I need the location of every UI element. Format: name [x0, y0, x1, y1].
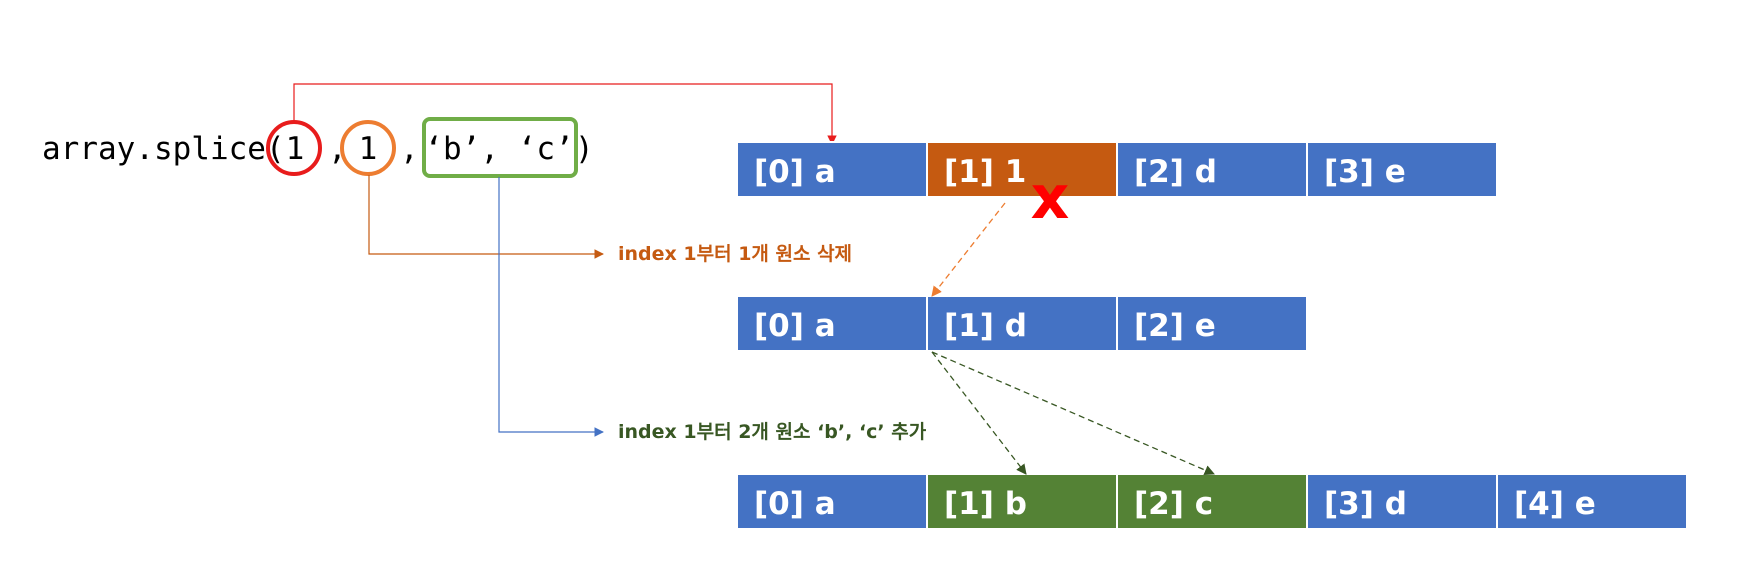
- dashed-arrow-insert-c: [931, 351, 1215, 476]
- after-insert-cell-label-2: [2] c: [1134, 486, 1213, 522]
- arg2-circle: [340, 120, 396, 176]
- original-cell-2: [1116, 141, 1308, 198]
- after-delete-cell-label-0: [0] a: [754, 308, 836, 344]
- after-insert-cell-label-4: [4] e: [1514, 486, 1596, 522]
- original-cell-label-0: [0] a: [754, 154, 836, 190]
- after-delete-cell-2: [1116, 295, 1308, 352]
- connector-insert-items: [498, 177, 604, 437]
- after-insert-cell-label-1: [1] b: [944, 486, 1027, 522]
- array-original: [0] a [1] 1 [2] d [3] e: [736, 141, 1498, 198]
- code-arg3: ‘b’, ‘c’: [424, 131, 573, 167]
- after-insert-cell-2: [1116, 473, 1308, 530]
- after-insert-cell-4: [1496, 473, 1688, 530]
- array-after-insert: [0] a [1] b [2] c [3] d [4] e: [736, 473, 1688, 530]
- code-suffix: ): [575, 131, 594, 167]
- original-cell-label-3: [3] e: [1324, 154, 1406, 190]
- original-cell-0: [736, 141, 928, 198]
- delete-note: index 1부터 1개 원소 삭제: [618, 243, 852, 265]
- code-prefix: array.splice(: [42, 131, 285, 167]
- connector-start-index: [293, 83, 837, 145]
- code-arg2: 1: [359, 131, 378, 167]
- original-cell-label-2: [2] d: [1134, 154, 1217, 190]
- original-cell-3: [1306, 141, 1498, 198]
- insert-note: index 1부터 2개 원소 ‘b’, ‘c’ 추가: [618, 421, 927, 443]
- after-insert-cell-3: [1306, 473, 1498, 530]
- code-comma2: ,: [400, 131, 419, 167]
- dashed-arrow-shift: [931, 202, 1006, 297]
- original-cell-label-1: [1] 1: [944, 154, 1026, 190]
- original-cell-1: [926, 141, 1118, 198]
- after-delete-cell-label-1: [1] d: [944, 308, 1027, 344]
- after-delete-cell-label-2: [2] e: [1134, 308, 1216, 344]
- after-insert-cell-label-0: [0] a: [754, 486, 836, 522]
- connector-delete-count: [368, 175, 604, 259]
- after-insert-cell-label-3: [3] d: [1324, 486, 1407, 522]
- after-delete-cell-0: [736, 295, 928, 352]
- dashed-arrow-insert-b: [931, 351, 1027, 475]
- remove-mark: x: [1031, 163, 1070, 233]
- arg3-box: [422, 117, 578, 178]
- array-after-delete: [0] a [1] d [2] e: [736, 295, 1308, 352]
- code-arg1: 1: [286, 131, 305, 167]
- after-insert-cell-0: [736, 473, 928, 530]
- code-expression: array.splice( 1 , 1 , ‘b’, ‘c’ ): [42, 117, 594, 178]
